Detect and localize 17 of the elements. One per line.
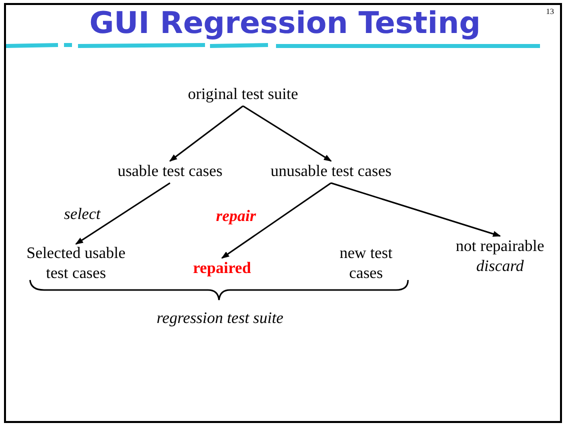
page-number: 13 [546, 6, 554, 18]
node-label: not repairable [456, 237, 544, 257]
slide-title: GUI Regression Testing [88, 6, 482, 42]
node-label: repaired [192, 259, 252, 279]
brace-label: regression test suite [156, 309, 284, 329]
arrow [221, 182, 332, 259]
arrow [169, 105, 244, 162]
node-label: unusable test cases [270, 162, 392, 182]
node-label: Selected usable test cases [25, 244, 127, 284]
node-label: new test cases [338, 244, 394, 284]
node-label: usable test cases [118, 162, 222, 182]
edge-label: repair [216, 207, 256, 227]
node-label: original test suite [188, 85, 298, 105]
arrow [242, 105, 332, 162]
node-label: discard [476, 257, 524, 277]
arrow [330, 182, 501, 237]
arrow [75, 182, 170, 245]
